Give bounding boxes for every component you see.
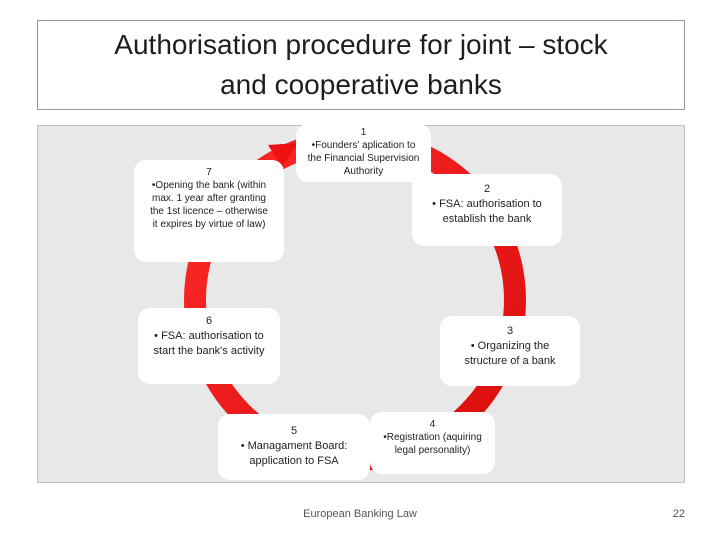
step-7-box: 7 •Opening the bank (within max. 1 year … <box>134 160 284 262</box>
step-5-box: 5 • Managament Board: application to FSA <box>218 414 370 480</box>
step-6-box: 6 • FSA: authorisation to start the bank… <box>138 308 280 384</box>
step-4-box: 4 •Registration (aquiring legal personal… <box>370 412 495 474</box>
step-7-number: 7 <box>206 167 212 178</box>
step-7-text: •Opening the bank (within max. 1 year af… <box>150 180 268 230</box>
step-1-number: 1 <box>360 127 367 138</box>
step-3-number: 3 <box>506 325 514 337</box>
step-2-text: • FSA: authorisation to establish the ba… <box>432 198 542 225</box>
cycle-arrowhead-icon <box>268 143 298 167</box>
step-5-number: 5 <box>290 425 298 437</box>
step-1-box: 1 •Founders' aplication to the Financial… <box>296 124 431 182</box>
step-6-number: 6 <box>205 315 213 327</box>
step-4-text: •Registration (aquiring legal personalit… <box>383 432 482 456</box>
step-2-box: 2 • FSA: authorisation to establish the … <box>412 174 562 246</box>
footer-label: European Banking Law <box>303 508 417 520</box>
step-3-box: 3 • Organizing the structure of a bank <box>440 316 580 386</box>
step-3-text: • Organizing the structure of a bank <box>464 340 556 367</box>
step-2-number: 2 <box>483 183 491 195</box>
slide-title: Authorisation procedure for joint – stoc… <box>114 29 608 100</box>
step-5-text: • Managament Board: application to FSA <box>240 440 348 467</box>
page-number: 22 <box>672 508 685 520</box>
step-1-text: •Founders' aplication to the Financial S… <box>307 140 420 177</box>
step-6-text: • FSA: authorisation to start the bank's… <box>153 330 265 357</box>
step-4-number: 4 <box>429 419 436 430</box>
slide-title-box: Authorisation procedure for joint – stoc… <box>37 20 685 110</box>
